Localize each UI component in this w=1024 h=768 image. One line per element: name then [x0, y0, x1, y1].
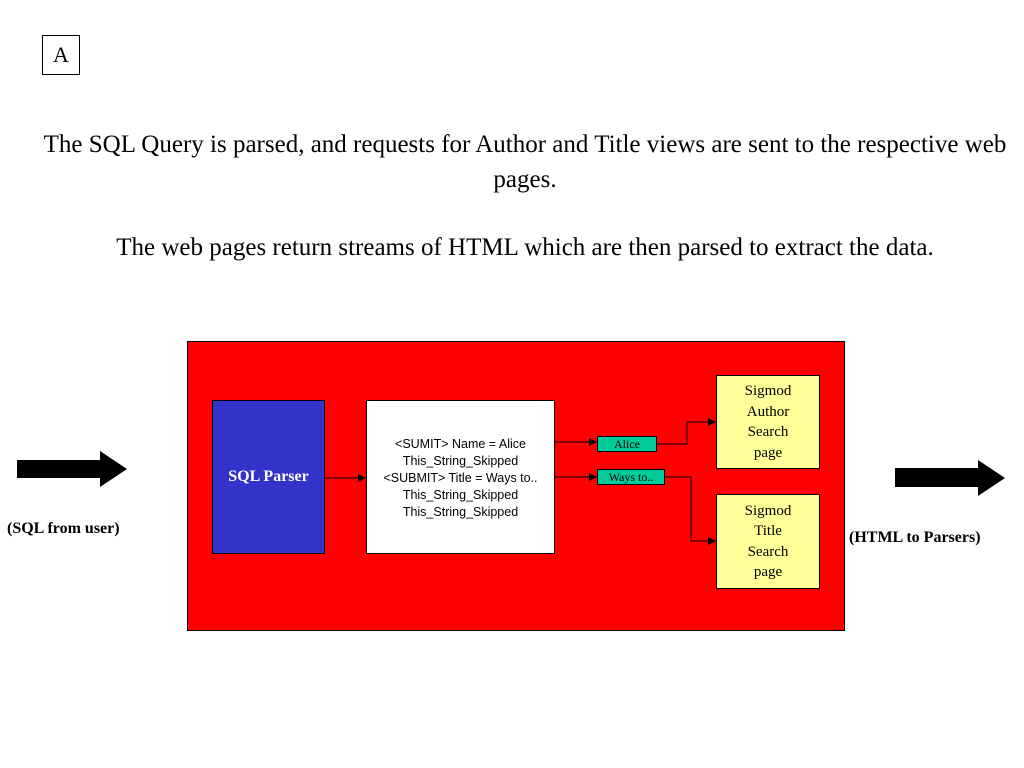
sql-from-user-caption: (SQL from user): [7, 520, 120, 537]
alice-chip: Alice: [597, 436, 657, 452]
title-page-line: Title: [754, 523, 782, 539]
stream-line: This_String_Skipped: [402, 505, 519, 519]
title-page-line: page: [753, 564, 783, 580]
author-search-page-box: Sigmod Author Search page: [716, 375, 820, 469]
author-page-line: Sigmod: [744, 383, 792, 399]
html-to-parsers-caption: (HTML to Parsers): [849, 529, 981, 546]
title-search-page-box: Sigmod Title Search page: [716, 494, 820, 589]
author-page-line: page: [753, 444, 783, 461]
alice-to-author-connector: [657, 418, 716, 445]
intro-paragraph-extract: The web pages return streams of HTML whi…: [116, 234, 934, 261]
ways-to-title-connector: [665, 476, 716, 545]
input-arrow-icon: [17, 451, 127, 487]
ways-to-chip: Ways to..: [597, 469, 665, 485]
slide-label: A: [42, 35, 80, 75]
output-arrow-icon: [895, 460, 1005, 496]
author-page-line: Author: [746, 403, 790, 420]
stream-line: This_String_Skipped: [402, 488, 519, 502]
stream-line: This_String_Skipped: [402, 454, 519, 468]
sql-parser-label: SQL Parser: [228, 468, 309, 485]
query-stream-box: <SUMIT> Name = Alice This_String_Skipped…: [366, 400, 555, 554]
stream-line: <SUBMIT> Title = Ways to..: [383, 471, 538, 485]
title-page-line: Search: [747, 543, 789, 560]
title-page-line: Sigmod: [744, 502, 792, 519]
stream-line: <SUMIT> Name = Alice: [395, 437, 526, 451]
sql-parser-box: SQL Parser: [212, 400, 325, 554]
intro-paragraph-parse: The SQL Query is parsed, and requests fo…: [43, 131, 1007, 193]
author-page-line: Search: [747, 424, 789, 440]
